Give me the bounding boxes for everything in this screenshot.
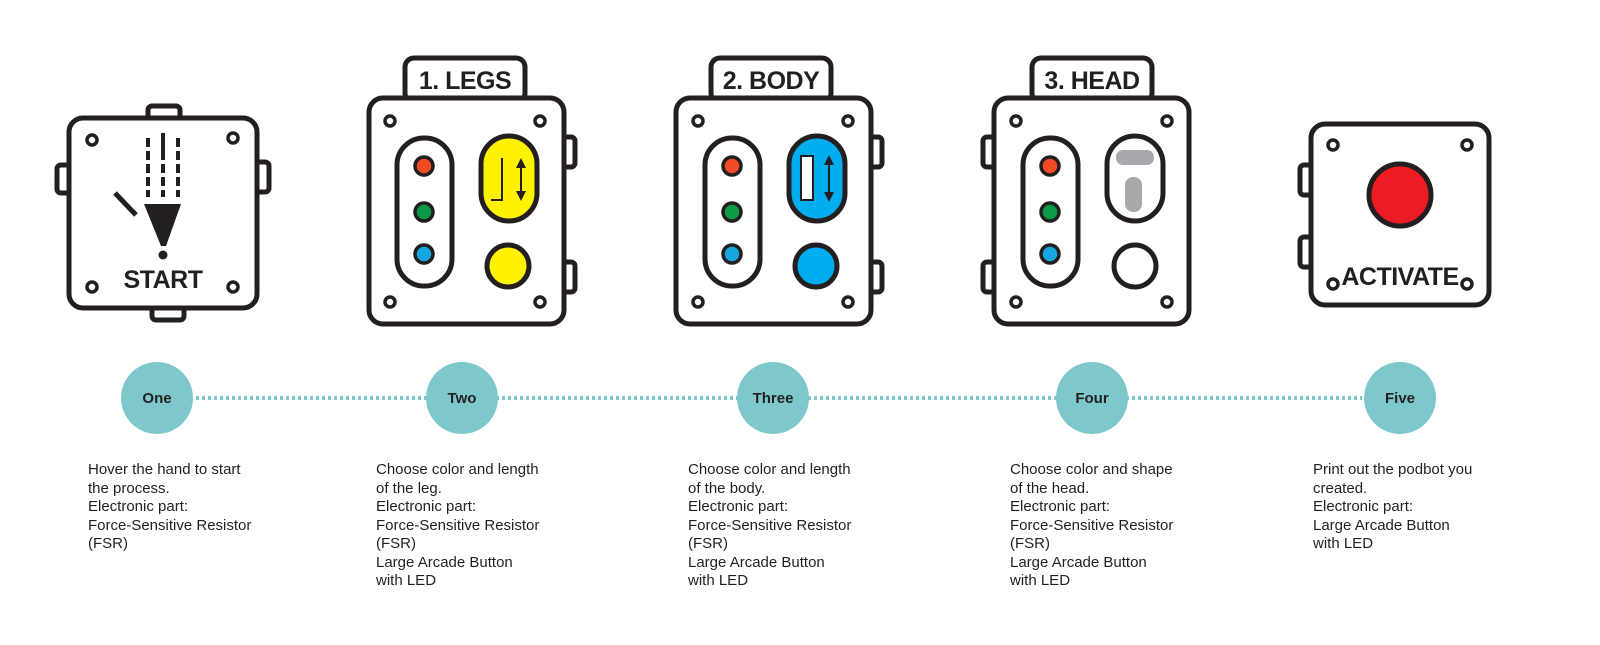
description-line: Choose color and shape [1010, 461, 1173, 478]
step-five-label: Five [1385, 390, 1415, 407]
white-arcade-button[interactable] [1111, 242, 1159, 290]
description-line: Choose color and length [376, 461, 539, 478]
description-line: Large Arcade Button [1313, 516, 1450, 534]
description-line: Electronic part: [88, 498, 189, 515]
head-shape-icon [1116, 150, 1154, 212]
red-led-button[interactable] [413, 155, 435, 177]
description-line: Large Arcade Button [688, 553, 825, 571]
blue-led-button[interactable] [1039, 243, 1061, 265]
description-line: Electronic part: [1313, 498, 1414, 515]
green-led-button[interactable] [721, 201, 743, 223]
led-panel [1020, 135, 1081, 289]
description-line: Force-Sensitive Resistor [88, 516, 252, 534]
description-line: Choose color and length [688, 461, 851, 478]
length-slider[interactable] [786, 133, 848, 224]
blue-led-button[interactable] [721, 243, 743, 265]
description-line: (FSR) [1010, 535, 1050, 552]
step-five-description: Print out the podbot you created. Electr… [1313, 461, 1513, 554]
red-led-button[interactable] [721, 155, 743, 177]
step-two-description: Choose color and length of the leg. Elec… [376, 461, 576, 591]
description-line: (FSR) [688, 535, 728, 552]
body-box[interactable] [673, 55, 885, 327]
green-led-button[interactable] [1039, 201, 1061, 223]
hand-icon [113, 133, 181, 260]
blue-arcade-button[interactable] [792, 242, 840, 290]
step-three-label: Three [753, 390, 794, 407]
step-two-label: Two [448, 390, 477, 407]
start-box[interactable] [54, 103, 272, 323]
description-line: (FSR) [376, 535, 416, 552]
red-activate-button[interactable] [1366, 161, 1434, 229]
step-three-circle [737, 362, 809, 434]
body-box-label: 2. BODY [723, 67, 820, 95]
blue-led-button[interactable] [413, 243, 435, 265]
description-line: (FSR) [88, 535, 128, 552]
step-one-description: Hover the hand to start the process. Ele… [88, 461, 288, 554]
description-line: created. [1313, 479, 1368, 497]
description-line: Force-Sensitive Resistor [376, 516, 540, 534]
description-line: of the leg. [376, 479, 442, 497]
description-line: Electronic part: [688, 498, 789, 515]
screw-icon [85, 131, 240, 294]
description-line: Electronic part: [376, 498, 477, 515]
screw-icon [691, 114, 855, 309]
screw-icon [383, 114, 547, 309]
step-four-description: Choose color and shape of the head. Elec… [1010, 461, 1210, 591]
screw-icon [1326, 138, 1474, 291]
description-line: with LED [1313, 535, 1374, 552]
description-line: of the head. [1010, 479, 1090, 497]
leg-length-icon [491, 158, 526, 201]
head-box[interactable] [980, 55, 1192, 327]
body-length-icon [800, 155, 834, 202]
led-panel [394, 135, 455, 289]
step-four-circle [1056, 362, 1128, 434]
description-line: with LED [688, 572, 749, 589]
description-line: Large Arcade Button [376, 553, 513, 571]
step-one-circle [121, 362, 193, 434]
step-two-circle [426, 362, 498, 434]
legs-box-label: 1. LEGS [419, 67, 511, 95]
green-led-button[interactable] [413, 201, 435, 223]
description-line: Force-Sensitive Resistor [688, 516, 852, 534]
description-line: with LED [376, 572, 437, 589]
description-line: Electronic part: [1010, 498, 1111, 515]
timeline: One Two Three Four Five [121, 362, 1436, 434]
activate-box[interactable] [1297, 121, 1492, 308]
description-line: of the body. [688, 479, 766, 497]
red-led-button[interactable] [1039, 155, 1061, 177]
description-line: Print out the podbot you [1313, 461, 1473, 478]
description-line: Large Arcade Button [1010, 553, 1147, 571]
description-line: with LED [1010, 572, 1071, 589]
description-line: Force-Sensitive Resistor [1010, 516, 1174, 534]
activate-box-label: ACTIVATE [1341, 263, 1458, 291]
description-line: the process. [88, 479, 170, 497]
legs-box[interactable] [366, 55, 578, 327]
start-box-label: START [124, 266, 203, 294]
yellow-arcade-button[interactable] [484, 242, 532, 290]
step-three-description: Choose color and length of the body. Ele… [688, 461, 888, 591]
length-slider[interactable] [478, 133, 540, 224]
screw-icon [1009, 114, 1174, 309]
step-four-label: Four [1075, 390, 1108, 407]
head-box-label: 3. HEAD [1044, 67, 1139, 95]
step-five-circle [1364, 362, 1436, 434]
step-one-label: One [142, 390, 171, 407]
led-panel [702, 135, 763, 289]
description-line: Hover the hand to start [88, 461, 241, 478]
